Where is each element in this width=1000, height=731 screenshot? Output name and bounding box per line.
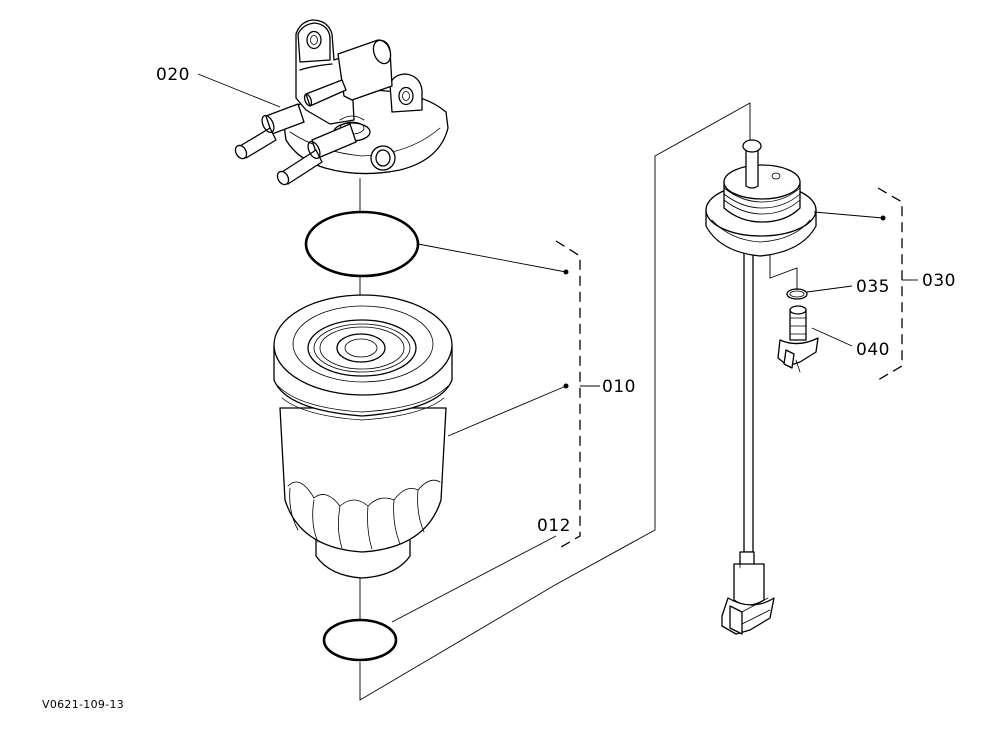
grouping-bracket-010	[555, 240, 581, 551]
upper-o-ring	[304, 210, 420, 278]
assembly-axis-lines	[359, 102, 798, 701]
drawing-id-label: V0621-109-13	[42, 698, 124, 711]
callout-035: 035	[856, 277, 890, 297]
lower-o-ring	[322, 618, 398, 662]
callout-020: 020	[156, 65, 190, 85]
callout-010: 010	[602, 377, 636, 397]
callout-040: 040	[856, 340, 890, 360]
sensor-cap-assembly	[705, 139, 817, 635]
callout-012: 012	[537, 516, 571, 536]
leader-lines	[197, 73, 918, 623]
small-o-ring	[786, 288, 808, 300]
water-sensor-switch	[777, 305, 819, 373]
filter-head-bracket	[234, 19, 449, 186]
callout-030: 030	[922, 271, 956, 291]
filter-cartridge	[273, 294, 453, 579]
